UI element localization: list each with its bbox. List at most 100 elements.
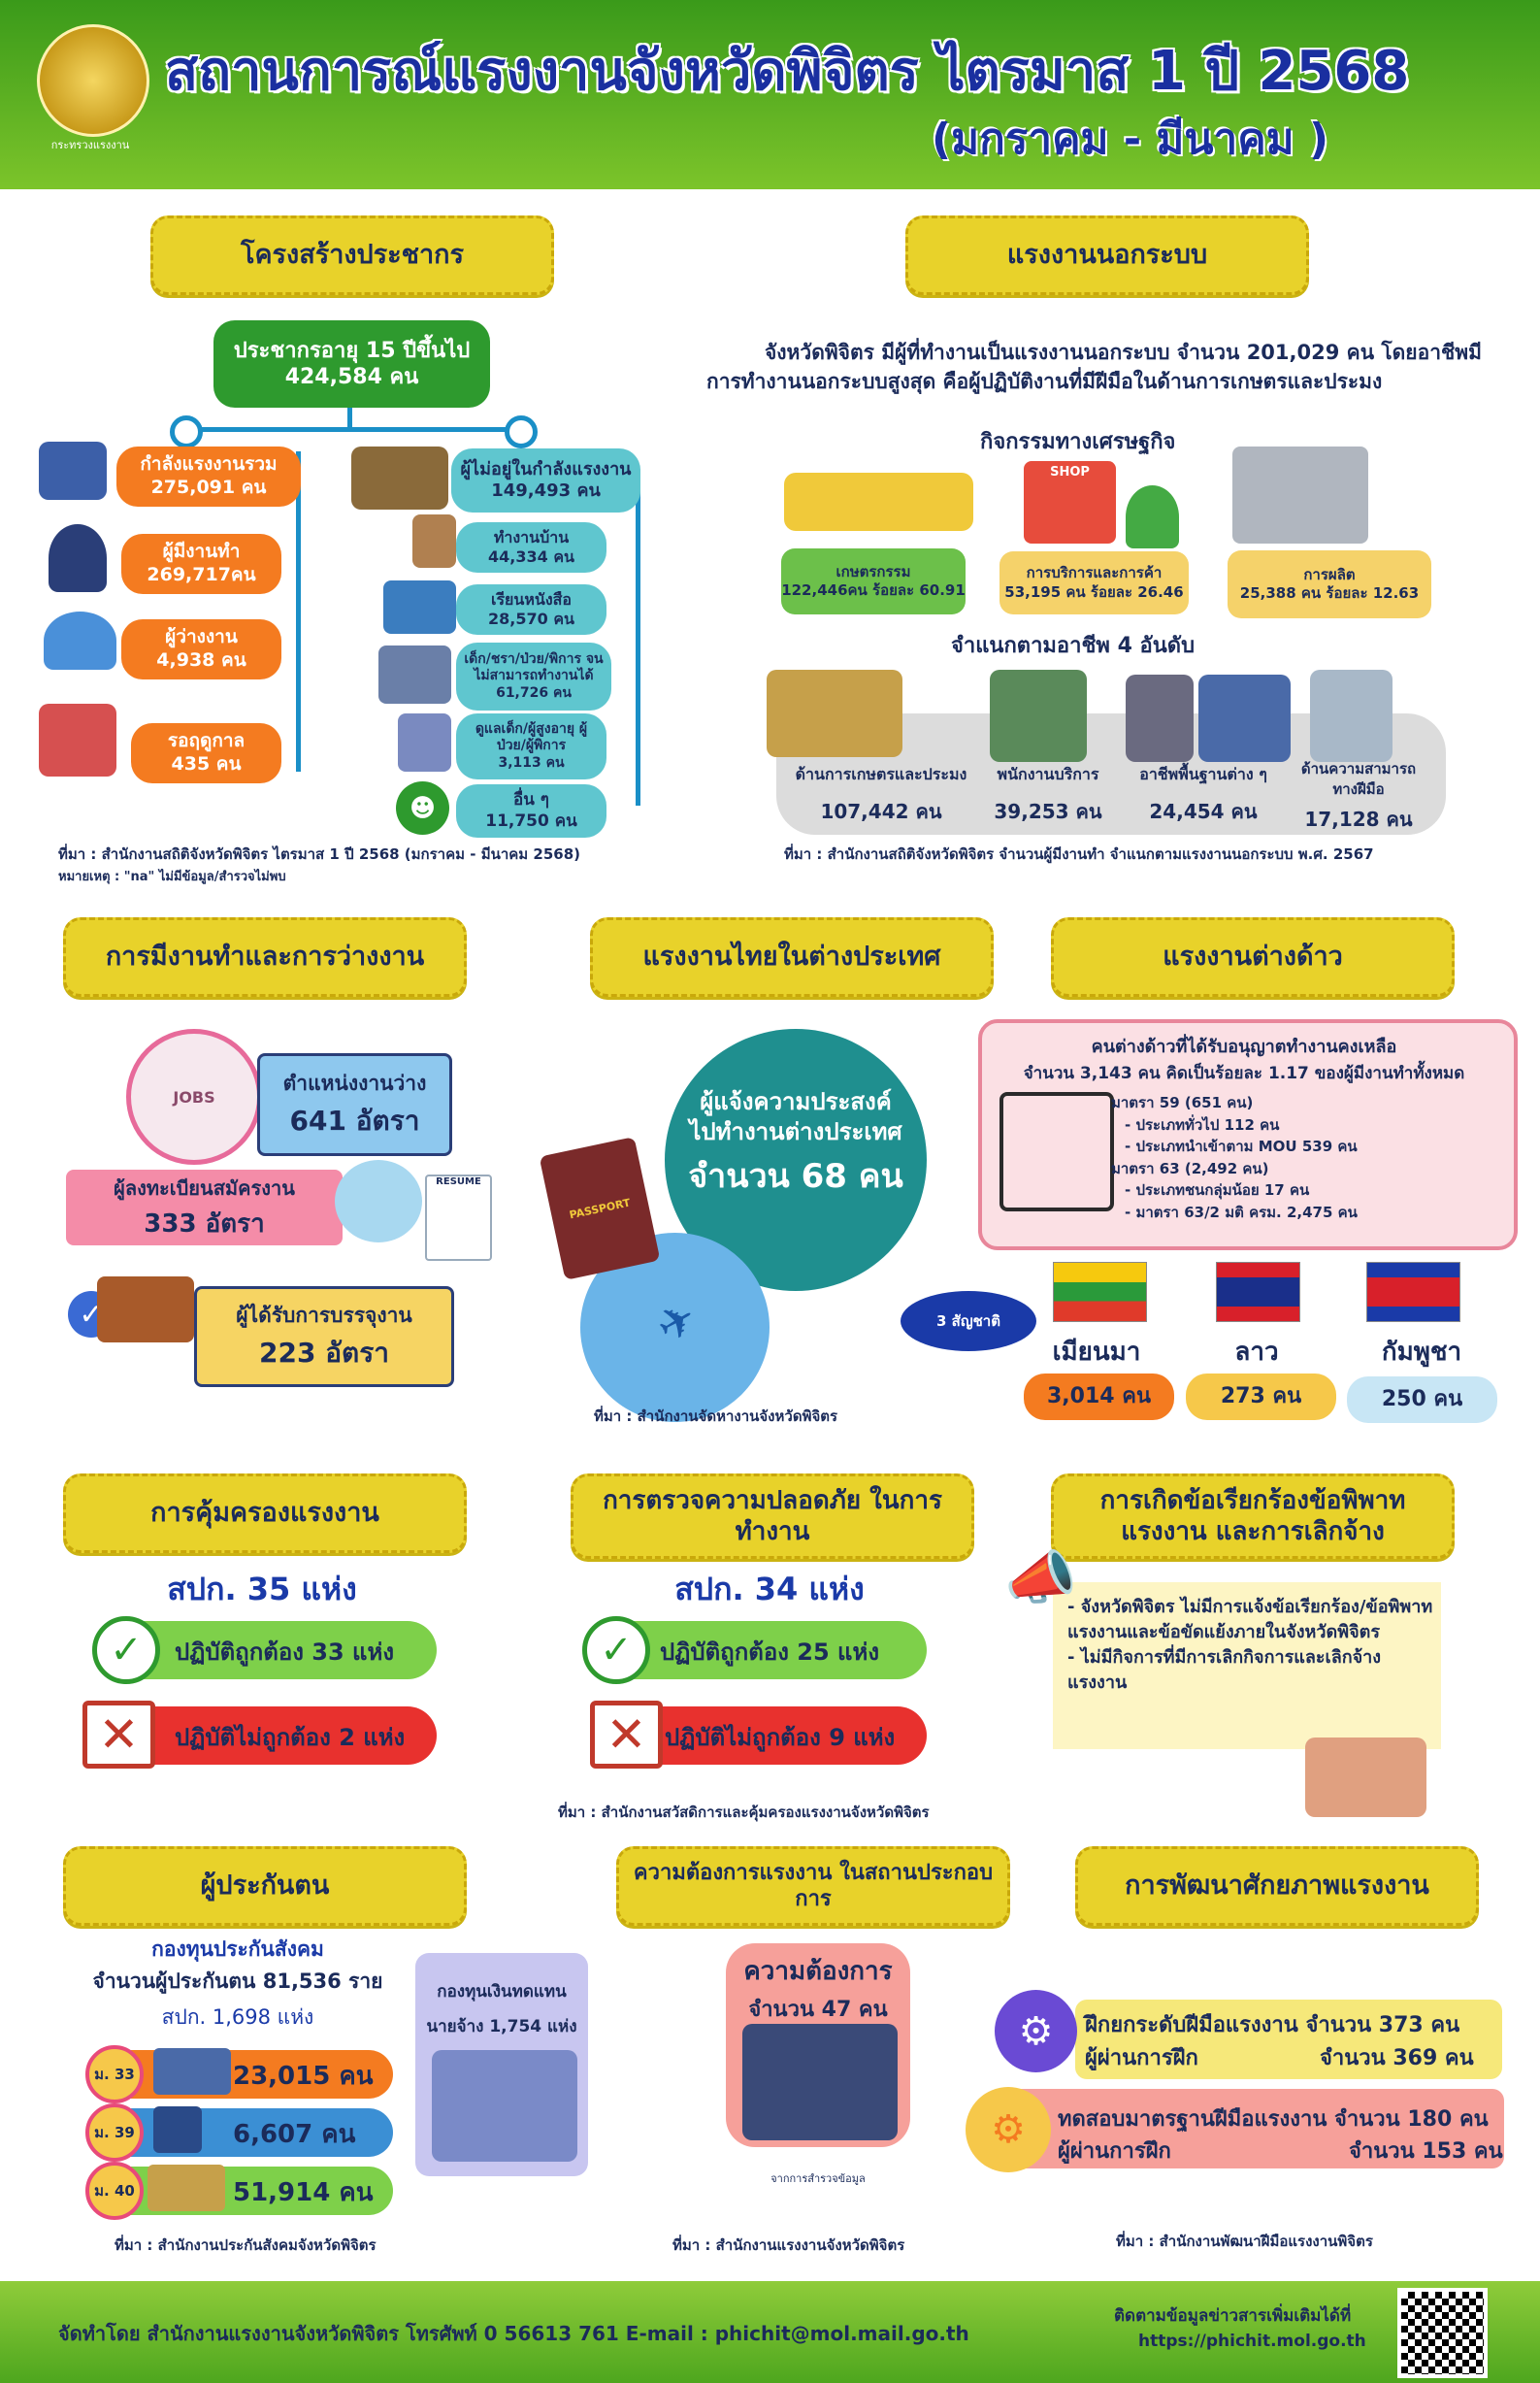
overseas-circle-text: ผู้แจ้งความประสงค์ ไปทำงานต่างประเทศ จำน… [688,1088,903,1197]
insured-fund: กองทุนประกันสังคม [151,1937,324,1961]
demand-value: จำนวน 47 คน [748,1998,888,2022]
demand-source: ที่มา : สำนักงานแรงงานจังหวัดพิจิตร [672,2236,905,2254]
farming-icon [767,670,902,757]
occ-2-value: 39,253 คน [994,800,1102,823]
dev-row2-box [1004,2089,1504,2168]
gear-growth-icon: ⚙ [995,1990,1077,2072]
section-foreign: แรงงานต่างด้าว [1051,917,1455,997]
elderly-people-icon [351,447,448,510]
briefcase-icon [97,1276,194,1342]
tree-node [505,415,538,448]
labor-force-total: กำลังแรงงานรวม 275,091 คน [116,447,301,507]
footer-by: จัดทำโดย สำนักงานแรงงานจังหวัดพิจิตร โทร… [58,2322,969,2345]
farm-icon [147,2165,225,2211]
informal-description: จังหวัดพิจิตร มีผู้ที่ทำงานเป็นแรงงานนอก… [706,341,1482,394]
protection-bad: ปฏิบัติไม่ถูกต้อง 2 แห่ง [175,1724,406,1751]
technician-icon [1310,670,1393,762]
section-safety: การตรวจความปลอดภัย ในการทำงาน [571,1473,974,1559]
section-development: การพัฒนาศักยภาพแรงงาน [1075,1846,1479,1926]
clipboard-icon [999,1092,1114,1211]
section-population: โครงสร้างประชากร [150,215,554,295]
skill-test-icon: ⚙ [966,2087,1051,2172]
tree-line [182,427,517,432]
protection-count: สปก. 35 แห่ง [167,1571,357,1607]
factory-icon [1232,447,1368,544]
passport-icon: PASSPORT [539,1137,661,1280]
section-39-badge: ม. 39 [85,2103,144,2162]
demand-caption: จากการสำรวจข้อมูล [770,2172,866,2185]
unemployed-box: ผู้ว่างงาน 4,938 คน [121,619,281,679]
employed-box: ผู้มีงานทำ 269,717คน [121,534,281,594]
insured-40-value: 51,914 คน [233,2178,374,2207]
craftsman-icon [1198,675,1291,762]
caregiver-icon [398,713,451,772]
myanmar-flag-icon [1053,1262,1147,1322]
protection-ok: ปฏิบัติถูกต้อง 33 แห่ง [175,1638,395,1666]
wheelchair-icon [378,645,451,704]
insured-total: จำนวนผู้ประกันตน 81,536 ราย [92,1969,383,1993]
safety-ok-bar [602,1621,927,1679]
section-employment: การมีงานทำและการว่างงาน [63,917,467,997]
cambodia-flag-icon [1366,1262,1460,1322]
dispute-text: - จังหวัดพิจิตร ไม่มีการแจ้งข้อเรียกร้อง… [1067,1597,1433,1694]
nation-laos-name: ลาว [1234,1338,1279,1367]
ministry-logo [37,24,149,137]
unemployed-person-icon [44,612,116,670]
eco-service-trade: การบริการและการค้า 53,195 คน ร้อยละ 26.4… [999,551,1189,614]
other-box: อื่น ๆ 11,750 คน [456,784,606,838]
protest-people-icon [1305,1738,1426,1817]
section-protection: การคุ้มครองแรงงาน [63,1473,467,1553]
page-title: สถานการณ์แรงงานจังหวัดพิจิตร ไตรมาส 1 ปี… [165,40,1410,103]
comp-fund-value: นายจ้าง 1,754 แห่ง [426,2017,577,2036]
vacancy-box: ตำแหน่งงานว่าง 641 อัตรา [257,1053,452,1156]
development-source: ที่มา : สำนักงานพัฒนาฝีมือแรงงานพิจิตร [1116,2233,1373,2250]
occ-3-value: 24,454 คน [1149,800,1258,823]
protection-ok-bar [112,1621,437,1679]
occ-1-label: ด้านการเกษตรและประมง [795,765,967,783]
insured-33-value: 23,015 คน [233,2062,374,2091]
dispute-box [1053,1582,1441,1749]
laborer-icon [1126,675,1194,762]
housework-icon [412,514,456,568]
shop-icon: SHOP [1024,461,1116,544]
footer-follow: ติดตามข้อมูลข่าวสารเพิ่มเติมได้ที่ [1114,2306,1352,2326]
tree-line [296,451,301,772]
safety-ok: ปฏิบัติถูกต้อง 25 แห่ง [660,1638,880,1666]
eco-agriculture: เกษตรกรรม 122,446คน ร้อยละ 60.91 [781,548,966,614]
section-overseas: แรงงานไทยในต่างประเทศ [590,917,994,997]
foreign-info-box [978,1019,1518,1250]
nation-cambodia-value: 250 คน [1347,1376,1497,1423]
tree-line [636,476,640,806]
shopkeeper-icon [1126,485,1179,548]
tree-node [170,415,203,448]
qr-code-icon[interactable] [1397,2288,1488,2378]
occ-title: จำแนกตามอาชีพ 4 อันดับ [951,634,1196,658]
page-subtitle: (มกราคม - มีนาคม ) [932,115,1329,164]
dev-row1-b-value: จำนวน 369 คน [1320,2046,1474,2070]
nations-badge: 3 สัญชาติ [901,1291,1036,1351]
population-total-box: ประชากรอายุ 15 ปีขึ้นไป 424,584 คน [213,320,490,408]
not-in-labor-box: ผู้ไม่อยู่ในกำลังแรงงาน 149,493 คน [451,448,640,513]
caregiving-box: ดูแลเด็ก/ผู้สูงอายุ ผู้ป่วย/ผู้พิการ 3,1… [456,713,606,779]
occ-2-label: พนักงานบริการ [997,765,1099,783]
check-circle-icon: ✓ [582,1616,650,1684]
overseas-source: ที่มา : สำนักงานจัดหางานจังหวัดพิจิตร [594,1407,838,1425]
briefcase-circle [335,1160,422,1242]
footer-url[interactable]: https://phichit.mol.go.th [1138,2332,1366,2351]
section-40-badge: ม. 40 [85,2162,144,2220]
seasonal-people-icon [39,704,116,777]
tree-line [347,408,352,429]
population-source: ที่มา : สำนักงานสถิติจังหวัดพิจิตร ไตรมา… [58,845,581,863]
disabled-box: เด็ก/ชรา/ป่วย/พิการ จนไม่สามารถทำงานได้ … [456,643,611,711]
foreign-detail-list: มาตรา 59 (651 คน) - ประเภททั่วไป 112 คน … [1111,1094,1358,1221]
nation-cambodia-name: กัมพูชา [1381,1338,1462,1367]
protection-bad-bar [112,1706,437,1765]
section-demand: ความต้องการแรงงาน ในสถานประกอบการ [616,1846,1010,1926]
x-box-icon: ✕ [590,1701,663,1769]
foreign-box-title: คนต่างด้าวที่ได้รับอนุญาตทำงานคงเหลือ [1091,1037,1397,1057]
registered-box: ผู้ลงทะเบียนสมัครงาน 333 อัตรา [66,1170,343,1245]
occ-4-value: 17,128 คน [1304,808,1413,831]
seasonal-box: รอฤดูกาล 435 คน [131,723,281,783]
people-group-icon [39,442,107,500]
section-dispute: การเกิดข้อเรียกร้องข้อพิพาท แรงงาน และกา… [1051,1473,1455,1559]
